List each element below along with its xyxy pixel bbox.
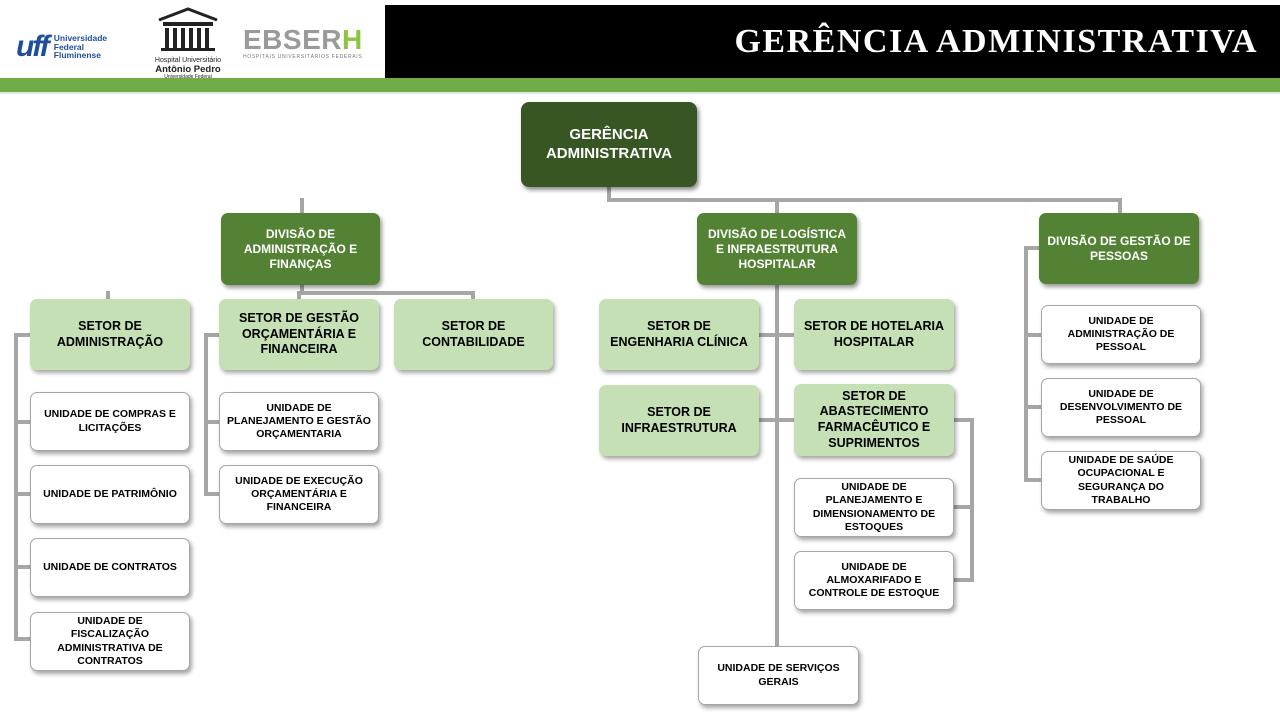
org-node-label: SETOR DE ABASTECIMENTO FARMACÊUTICO E SU… <box>817 388 931 450</box>
org-node-label: SETOR DE INFRAESTRUTURA <box>621 404 737 435</box>
ebserh-logo-letters: EBSER <box>243 24 342 55</box>
org-node-unit-execucao: UNIDADE DE EXECUÇÃO ORÇAMENTÁRIA E FINAN… <box>219 465 379 524</box>
org-node-label: GERÊNCIA ADMINISTRATIVA <box>545 125 673 162</box>
org-node-label: SETOR DE ADMINISTRAÇÃO <box>56 318 164 349</box>
org-node-label: UNIDADE DE PATRIMÔNIO <box>43 487 177 500</box>
org-node-root: GERÊNCIA ADMINISTRATIVA <box>521 102 697 187</box>
org-node-setor-hotelaria: SETOR DE HOTELARIA HOSPITALAR <box>794 299 954 370</box>
connector-div-admin <box>106 283 475 302</box>
uff-logo-line: Universidade <box>53 32 108 43</box>
org-node-label: DIVISÃO DE ADMINISTRAÇÃO E FINANÇAS <box>243 226 358 271</box>
ebserh-logo: EBSERH HOSPITAIS UNIVERSITÁRIOS FEDERAIS <box>243 24 363 60</box>
connector-setor-administracao <box>14 333 33 641</box>
org-node-setor-infraestrutura: SETOR DE INFRAESTRUTURA <box>599 385 759 456</box>
org-node-label: UNIDADE DE ADMINISTRAÇÃO DE PESSOAL <box>1067 314 1175 354</box>
org-node-unit-saude-ocupacional: UNIDADE DE SAÚDE OCUPACIONAL E SEGURANÇA… <box>1041 451 1201 510</box>
org-node-label: SETOR DE GESTÃO ORÇAMENTÁRIA E FINANCEIR… <box>239 311 359 357</box>
uff-logo-line: Fluminense <box>53 50 101 61</box>
org-node-label: SETOR DE CONTABILIDADE <box>422 318 525 349</box>
org-node-label: UNIDADE DE EXECUÇÃO ORÇAMENTÁRIA E FINAN… <box>235 474 363 514</box>
org-node-unit-servicos-gerais: UNIDADE DE SERVIÇOS GERAIS <box>698 646 859 705</box>
org-node-label: DIVISÃO DE GESTÃO DE PESSOAS <box>1047 233 1191 263</box>
org-node-label: UNIDADE DE SERVIÇOS GERAIS <box>717 662 840 688</box>
org-node-unit-compras: UNIDADE DE COMPRAS E LICITAÇÕES <box>30 392 190 451</box>
org-node-unit-almoxarifado: UNIDADE DE ALMOXARIFADO E CONTROLE DE ES… <box>794 551 954 610</box>
connector-setor-orcamentaria <box>204 333 222 496</box>
org-node-setor-engenharia: SETOR DE ENGENHARIA CLÍNICA <box>599 299 759 370</box>
org-node-label: SETOR DE ENGENHARIA CLÍNICA <box>610 318 748 349</box>
org-node-unit-administracao-pessoal: UNIDADE DE ADMINISTRAÇÃO DE PESSOAL <box>1041 305 1201 364</box>
uff-logo-line: Federal <box>53 41 85 52</box>
org-node-label: UNIDADE DE PLANEJAMENTO E GESTÃO ORÇAMEN… <box>227 401 371 441</box>
org-node-div-logistica: DIVISÃO DE LOGÍSTICA E INFRAESTRUTURA HO… <box>697 213 857 285</box>
ebserh-logo-word: EBSERH <box>243 24 363 56</box>
header-bar: GERÊNCIA ADMINISTRATIVA <box>385 5 1280 78</box>
org-node-setor-abastecimento: SETOR DE ABASTECIMENTO FARMACÊUTICO E SU… <box>794 384 954 456</box>
hospital-building-icon <box>158 7 218 51</box>
connector-setor-abastecimento <box>952 418 974 582</box>
org-node-unit-contratos: UNIDADE DE CONTRATOS <box>30 538 190 597</box>
org-node-label: UNIDADE DE DESENVOLVIMENTO DE PESSOAL <box>1059 387 1183 427</box>
header-logos: uff Universidade Federal Fluminense Hosp… <box>0 0 385 90</box>
org-node-label: UNIDADE DE COMPRAS E LICITAÇÕES <box>44 408 176 434</box>
org-node-div-pessoas: DIVISÃO DE GESTÃO DE PESSOAS <box>1039 213 1199 284</box>
org-node-unit-patrimonio: UNIDADE DE PATRIMÔNIO <box>30 465 190 524</box>
org-node-label: UNIDADE DE FISCALIZAÇÃO ADMINISTRATIVA D… <box>57 615 163 667</box>
huap-logo-line: Hospital Universitário <box>154 57 222 64</box>
uff-logo-mark: uff <box>16 30 50 63</box>
ebserh-logo-h: H <box>341 24 363 55</box>
org-node-setor-orcamentaria: SETOR DE GESTÃO ORÇAMENTÁRIA E FINANCEIR… <box>219 299 379 370</box>
org-node-div-admin: DIVISÃO DE ADMINISTRAÇÃO E FINANÇAS <box>221 213 380 285</box>
connector-div-logistica <box>758 283 797 647</box>
uff-logo-text: Universidade Federal Fluminense <box>53 32 108 61</box>
huap-logo-name: Antônio Pedro <box>155 63 221 75</box>
org-node-setor-contabilidade: SETOR DE CONTABILIDADE <box>394 299 553 370</box>
org-node-setor-administracao: SETOR DE ADMINISTRAÇÃO <box>30 299 190 370</box>
org-node-label: UNIDADE DE ALMOXARIFADO E CONTROLE DE ES… <box>808 560 940 600</box>
header-divider <box>0 92 1280 94</box>
header-accent-stripe-left <box>0 88 385 92</box>
connector-div-pessoas <box>1024 246 1044 482</box>
connector-root <box>300 184 1122 216</box>
uff-logo: uff Universidade Federal Fluminense <box>16 30 107 64</box>
org-node-unit-desenvolvimento-pessoal: UNIDADE DE DESENVOLVIMENTO DE PESSOAL <box>1041 378 1201 437</box>
org-node-unit-planejamento-gestao: UNIDADE DE PLANEJAMENTO E GESTÃO ORÇAMEN… <box>219 392 379 451</box>
org-node-label: DIVISÃO DE LOGÍSTICA E INFRAESTRUTURA HO… <box>707 226 846 271</box>
page-title: GERÊNCIA ADMINISTRATIVA <box>734 22 1258 60</box>
org-node-label: SETOR DE HOTELARIA HOSPITALAR <box>803 318 945 349</box>
ebserh-logo-sub: HOSPITAIS UNIVERSITÁRIOS FEDERAIS <box>243 54 363 60</box>
org-node-unit-planejamento-estoques: UNIDADE DE PLANEJAMENTO E DIMENSIONAMENT… <box>794 478 954 537</box>
org-node-label: UNIDADE DE CONTRATOS <box>43 560 177 573</box>
org-node-label: UNIDADE DE PLANEJAMENTO E DIMENSIONAMENT… <box>812 481 936 533</box>
org-node-unit-fiscalizacao: UNIDADE DE FISCALIZAÇÃO ADMINISTRATIVA D… <box>30 612 190 671</box>
org-node-label: UNIDADE DE SAÚDE OCUPACIONAL E SEGURANÇA… <box>1068 454 1174 506</box>
